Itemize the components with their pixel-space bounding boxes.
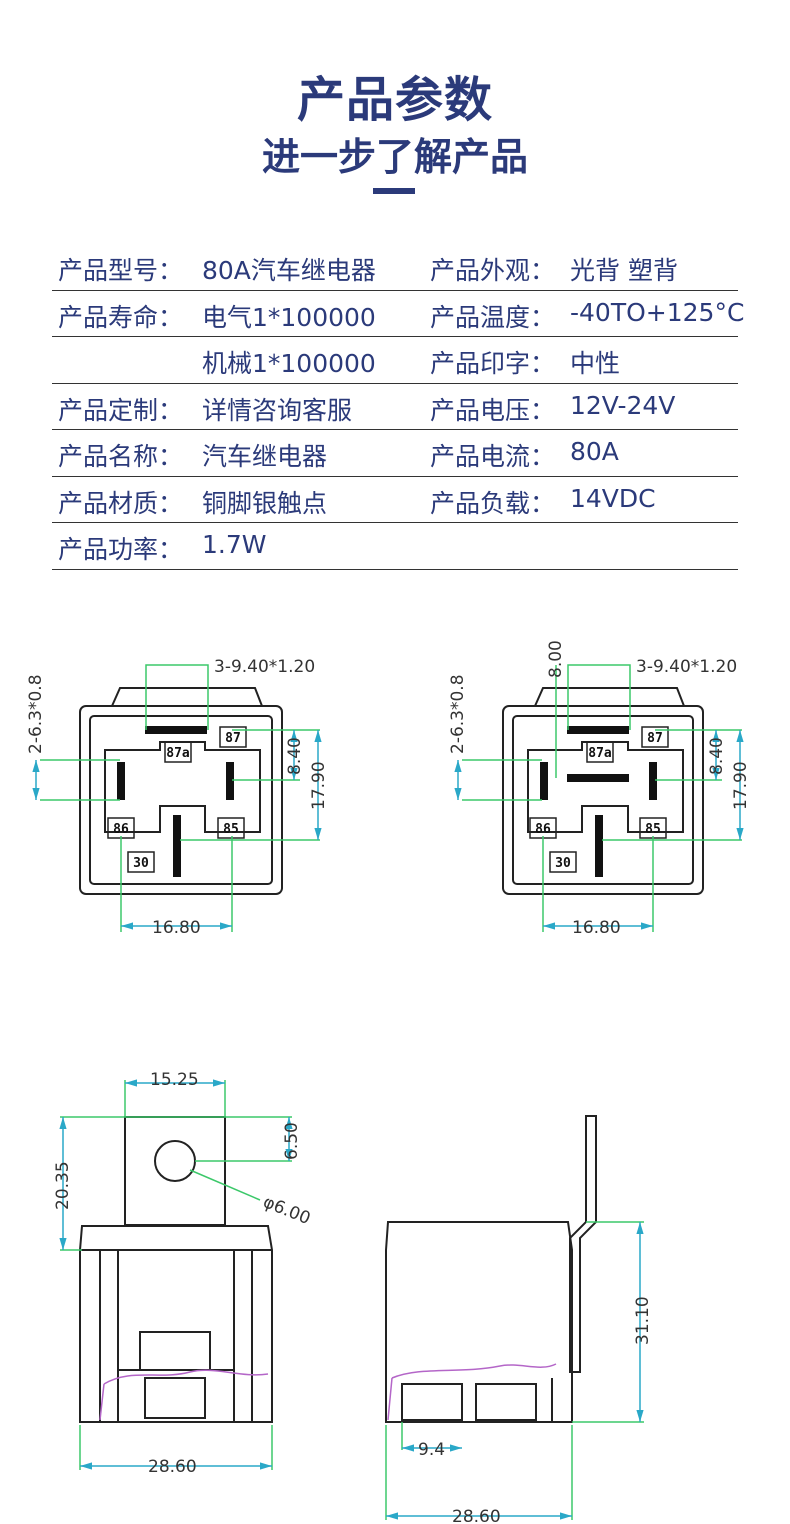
spec-row: 产品名称： 汽车继电器 产品电流： 80A xyxy=(52,430,738,477)
spec-value: 14VDC xyxy=(570,483,656,513)
spec-value: 80A汽车继电器 xyxy=(202,256,376,285)
terminal-dim-label: 3-9.40*1.20 xyxy=(214,657,315,677)
offset-dim-label: 8.00 xyxy=(546,640,566,678)
spec-label: 产品功率： xyxy=(58,535,184,564)
pin-86-label: 86 xyxy=(113,822,129,837)
body-height-label: 31.10 xyxy=(633,1296,653,1345)
coil-pin-dim-label: 2-6.3*0.8 xyxy=(448,674,468,754)
pin-85-label: 85 xyxy=(223,822,239,837)
spacing-label: 16.80 xyxy=(572,918,621,938)
page-subtitle: 进一步了解产品 xyxy=(261,135,528,179)
coil-pin-dim-label: 2-6.3*0.8 xyxy=(26,674,46,754)
spec-value: 机械1*100000 xyxy=(202,349,376,378)
pin-87a-label: 87a xyxy=(166,746,190,761)
spec-row: 机械1*100000 产品印字： 中性 xyxy=(52,337,738,384)
hole-offset-label: 6.50 xyxy=(282,1122,302,1160)
spec-row: 产品功率： 1.7W xyxy=(52,523,738,570)
spec-label: 产品定制： xyxy=(58,395,184,425)
spec-row: 产品型号： 80A汽车继电器 产品外观： 光背 塑背 xyxy=(52,244,738,291)
spec-value: 中性 xyxy=(570,349,621,378)
relay-top-view-right: 87 87a 86 85 30 3-9.40*1.20 2-6.3*0.8 8.… xyxy=(448,640,751,938)
title-underline xyxy=(373,188,415,194)
spec-table: 产品型号： 80A汽车继电器 产品外观： 光背 塑背 产品寿命： 电气1*100… xyxy=(52,244,744,570)
pin-87a-label: 87a xyxy=(588,746,612,761)
body-width-label: 28.60 xyxy=(452,1507,501,1524)
body-width-label: 28.60 xyxy=(148,1457,197,1477)
spec-row: 产品寿命： 电气1*100000 产品温度： -40TO+125°C xyxy=(52,291,744,337)
pin-30-label: 30 xyxy=(555,856,571,871)
spec-row: 产品定制： 详情咨询客服 产品电压： 12V-24V xyxy=(52,384,738,430)
spec-label: 产品型号： xyxy=(58,256,184,285)
spec-label: 产品外观： xyxy=(430,256,556,285)
height-b-label: 17.90 xyxy=(731,761,751,810)
spec-value: 12V-24V xyxy=(570,390,676,420)
total-height-label: 20.35 xyxy=(53,1161,73,1210)
pin-86-label: 86 xyxy=(535,822,551,837)
pin-offset-label: 9.4 xyxy=(418,1440,445,1460)
spec-value: 电气1*100000 xyxy=(202,302,376,332)
spec-row: 产品材质： 铜脚银触点 产品负载： 14VDC xyxy=(52,477,738,523)
height-a-label: 8.40 xyxy=(285,737,305,775)
spec-label: 产品名称： xyxy=(58,442,184,471)
height-a-label: 8.40 xyxy=(707,737,727,775)
terminal-dim-label: 3-9.40*1.20 xyxy=(636,657,737,677)
spec-label: 产品印字： xyxy=(430,349,556,378)
relay-side-view: 31.10 9.4 28.60 xyxy=(385,1115,653,1524)
spec-value: 光背 塑背 xyxy=(570,256,678,285)
pin-85-label: 85 xyxy=(645,822,661,837)
height-b-label: 17.90 xyxy=(309,761,329,810)
spacing-label: 16.80 xyxy=(152,918,201,938)
spec-value: 80A xyxy=(570,437,619,466)
pin-30-label: 30 xyxy=(133,856,149,871)
pin-87-label: 87 xyxy=(225,731,241,746)
spec-label: 产品负载： xyxy=(430,488,556,518)
pin-87-label: 87 xyxy=(647,731,663,746)
spec-label: 产品温度： xyxy=(430,302,556,332)
spec-value: -40TO+125°C xyxy=(570,297,745,327)
spec-value: 汽车继电器 xyxy=(202,442,328,471)
spec-label: 产品电流： xyxy=(430,442,556,471)
page-title: 产品参数 xyxy=(296,72,493,128)
spec-label: 产品电压： xyxy=(430,395,556,425)
hole-dia-label: φ6.00 xyxy=(260,1192,313,1229)
spec-label: 产品材质： xyxy=(58,488,184,518)
spec-value: 1.7W xyxy=(202,530,267,559)
relay-top-view-left: 87 87a 86 85 30 3-9.40*1.20 2-6.3*0.8 8.… xyxy=(26,657,329,938)
bracket-width-label: 15.25 xyxy=(150,1070,199,1090)
spec-value: 铜脚银触点 xyxy=(202,488,328,518)
spec-label: 产品寿命： xyxy=(58,302,184,332)
spec-value: 详情咨询客服 xyxy=(202,395,353,425)
relay-front-view: 15.25 6.50 20.35 φ6.00 28.60 xyxy=(53,1070,313,1477)
